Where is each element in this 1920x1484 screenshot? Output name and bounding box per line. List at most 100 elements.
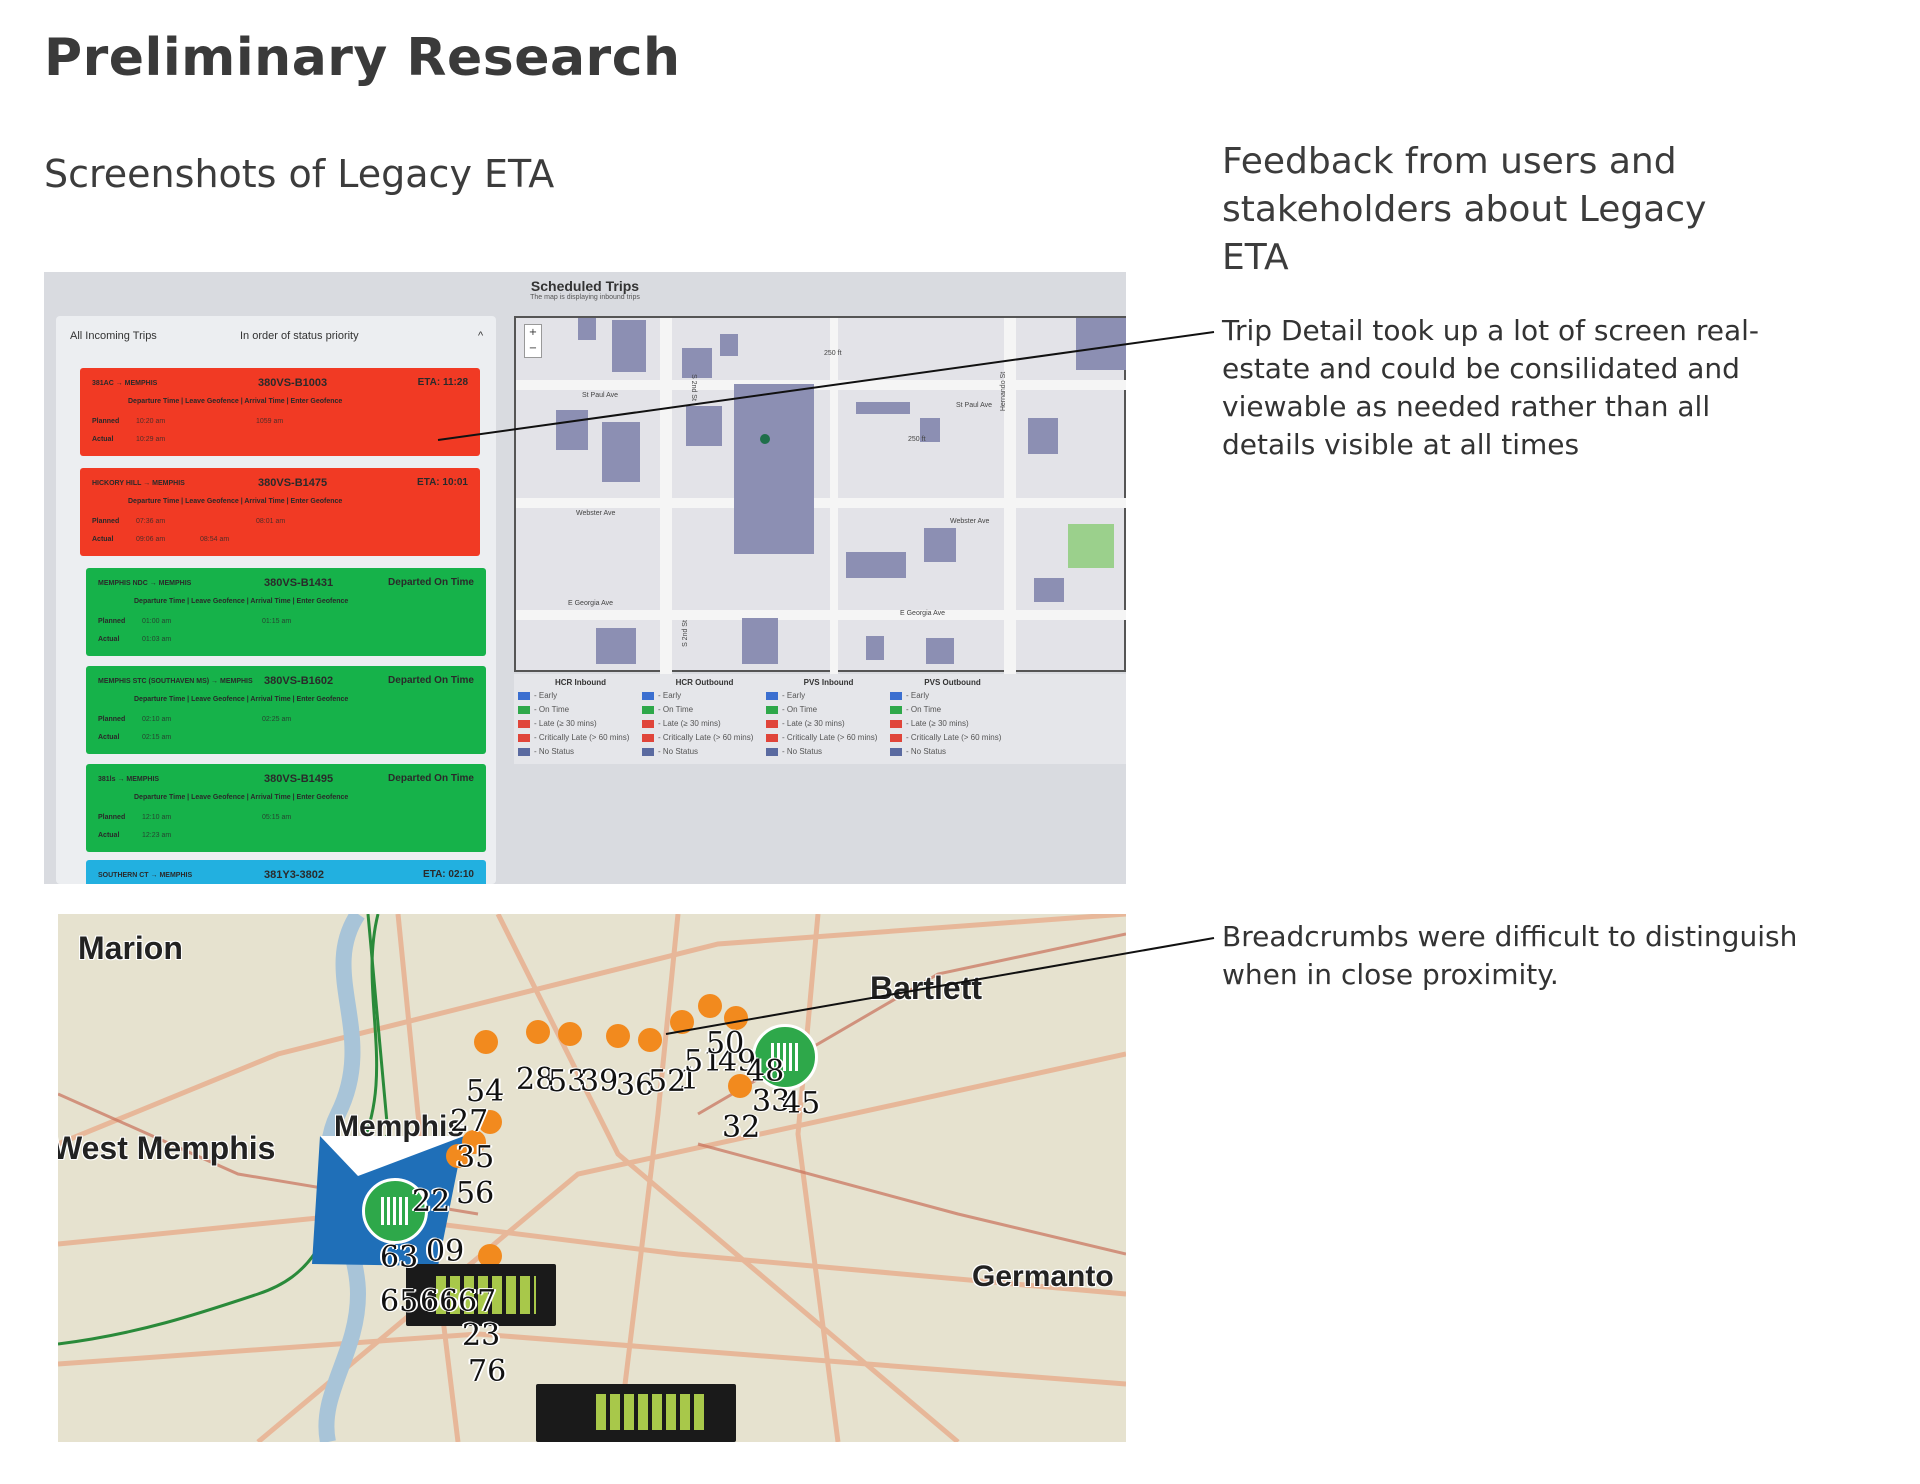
legend-item: - Early <box>642 689 767 703</box>
collapse-caret-icon[interactable]: ^ <box>478 330 484 342</box>
legend-swatch-icon <box>518 747 530 756</box>
legend-item-label: - Late (≥ 30 mins) <box>782 719 845 728</box>
planned-arrival: 1059 am <box>256 418 284 425</box>
breadcrumb-label: 32 <box>722 1110 761 1145</box>
planned-label: Planned <box>92 418 120 425</box>
breadcrumb-label: 09 <box>426 1234 465 1269</box>
legend-item: - On Time <box>518 703 643 717</box>
sort-order-label: In order of status priority <box>240 330 359 342</box>
trip-card[interactable]: 381ls → MEMPHIS 380VS-B1495 Departed On Ti… <box>86 764 486 852</box>
breadcrumb-label: 50 <box>706 1026 745 1061</box>
map-location-pin[interactable] <box>760 434 770 444</box>
status-legend: HCR Inbound- Early- On Time- Late (≥ 30 … <box>514 674 1126 764</box>
breadcrumb-label: 52 <box>648 1064 687 1099</box>
legend-item: - Critically Late (> 60 mins) <box>642 731 767 745</box>
legend-item: - On Time <box>766 703 891 717</box>
legend-swatch-icon <box>518 705 530 714</box>
zoom-control[interactable]: + − <box>524 324 542 358</box>
trip-times-header: Departure Time | Leave Geofence | Arriva… <box>128 498 343 505</box>
breadcrumb-label: 23 <box>462 1318 501 1353</box>
trip-status: Departed On Time <box>388 773 474 784</box>
breadcrumb-label: 56 <box>456 1176 495 1211</box>
facility-marker-icon[interactable] <box>752 1024 818 1090</box>
breadcrumb-label: 35 <box>456 1140 495 1175</box>
planned-label: Planned <box>98 814 126 821</box>
feedback-heading: Feedback from users and stakeholders abo… <box>1222 141 1707 278</box>
place-label: Memphis <box>334 1110 465 1143</box>
legend-swatch-icon <box>766 691 778 700</box>
planned-arrival: 02:25 am <box>262 716 292 723</box>
trip-status: ETA: 02:10 <box>423 869 474 880</box>
legend-column: PVS Outbound - Early - On Time - Late (≥ 30… <box>890 678 1015 759</box>
legend-item-label: - On Time <box>906 705 942 714</box>
actual-departure: 01:03 am <box>142 636 172 643</box>
legend-item-label: - Early <box>906 691 930 700</box>
place-label: Marion <box>78 930 183 966</box>
legend-item-label: - No Status <box>782 747 823 756</box>
legacy-eta-screenshot-trips: Scheduled Trips The map is displaying in… <box>44 272 1126 884</box>
legend-title: HCR Inbound <box>554 678 607 687</box>
breadcrumb-label: 63 <box>380 1240 419 1275</box>
legend-item: - Late (≥ 30 mins) <box>642 717 767 731</box>
legend-item-label: - Early <box>782 691 806 700</box>
legend-item-label: - No Status <box>534 747 575 756</box>
legend-swatch-icon <box>890 747 902 756</box>
planned-arrival: 05:15 am <box>262 814 292 821</box>
place-label: Germanto <box>972 1260 1114 1293</box>
legend-title: PVS Outbound <box>924 678 981 687</box>
screenshots-heading: Screenshots of Legacy ETA <box>44 152 555 196</box>
planned-departure: 12:10 am <box>142 814 172 821</box>
breadcrumb-label: 22 <box>412 1184 451 1219</box>
trip-route: 381ls → MEMPHIS <box>98 776 160 783</box>
breadcrumb-label: 53 <box>548 1064 587 1099</box>
zoom-in-button[interactable]: + <box>528 327 538 338</box>
trip-map[interactable]: + − St Paul Ave St Paul Ave Webster Ave … <box>514 316 1126 674</box>
trip-id: 380VS-B1602 <box>264 675 334 687</box>
trip-times-header: Departure Time | Leave Geofence | Arriva… <box>128 398 343 405</box>
zoom-out-button[interactable]: − <box>528 343 538 354</box>
breadcrumb-label: 48 <box>746 1054 785 1089</box>
planned-departure: 01:00 am <box>142 618 172 625</box>
trip-id: 380VS-B1475 <box>258 477 328 489</box>
legend-item-label: - Late (≥ 30 mins) <box>906 719 969 728</box>
scheduled-trips-title: Scheduled Trips <box>530 278 640 294</box>
street-label: St Paul Ave <box>956 402 993 409</box>
place-label: West Memphis <box>58 1130 276 1166</box>
breadcrumb-label: 67 <box>458 1284 497 1319</box>
feedback-note-trip-detail: Trip Detail took up a lot of screen real… <box>1222 314 1759 461</box>
legend-item-label: - Critically Late (> 60 mins) <box>534 733 630 742</box>
street-label: Hernando St <box>1000 371 1008 412</box>
legacy-eta-screenshot-breadcrumbs: Marion Bartlett West Memphis Memphis Ger… <box>58 914 1126 1442</box>
trip-id: 380VS-B1495 <box>264 773 334 785</box>
planned-label: Planned <box>98 716 126 723</box>
breadcrumb-label: 28 <box>516 1062 555 1097</box>
breadcrumb-label: 66 <box>420 1284 459 1319</box>
facility-marker-icon[interactable] <box>362 1178 428 1244</box>
actual-departure: 12:23 am <box>142 832 172 839</box>
legend-swatch-icon <box>890 733 902 742</box>
trip-route: 381AC → MEMPHIS <box>92 380 158 387</box>
street-label: S 2nd St <box>689 374 697 401</box>
legend-swatch-icon <box>642 733 654 742</box>
planned-departure: 07:36 am <box>136 518 166 525</box>
legend-item: - Late (≥ 30 mins) <box>890 717 1015 731</box>
trip-route: HICKORY HILL → MEMPHIS <box>92 480 185 487</box>
actual-departure: 09:06 am <box>136 536 166 543</box>
legend-title: HCR Outbound <box>675 678 734 687</box>
legend-item: - Early <box>766 689 891 703</box>
street-label: S 2nd St <box>681 620 689 647</box>
breadcrumb-label: 33 <box>752 1084 791 1119</box>
street-label: 250 ft <box>908 436 926 443</box>
planned-arrival: 08:01 am <box>256 518 286 525</box>
planned-departure: 02:10 am <box>142 716 172 723</box>
breadcrumb-label: 36 <box>616 1068 655 1103</box>
street-label: 250 ft <box>824 350 842 357</box>
legend-swatch-icon <box>766 747 778 756</box>
actual-departure: 10:29 am <box>136 436 166 443</box>
legend-swatch-icon <box>642 691 654 700</box>
